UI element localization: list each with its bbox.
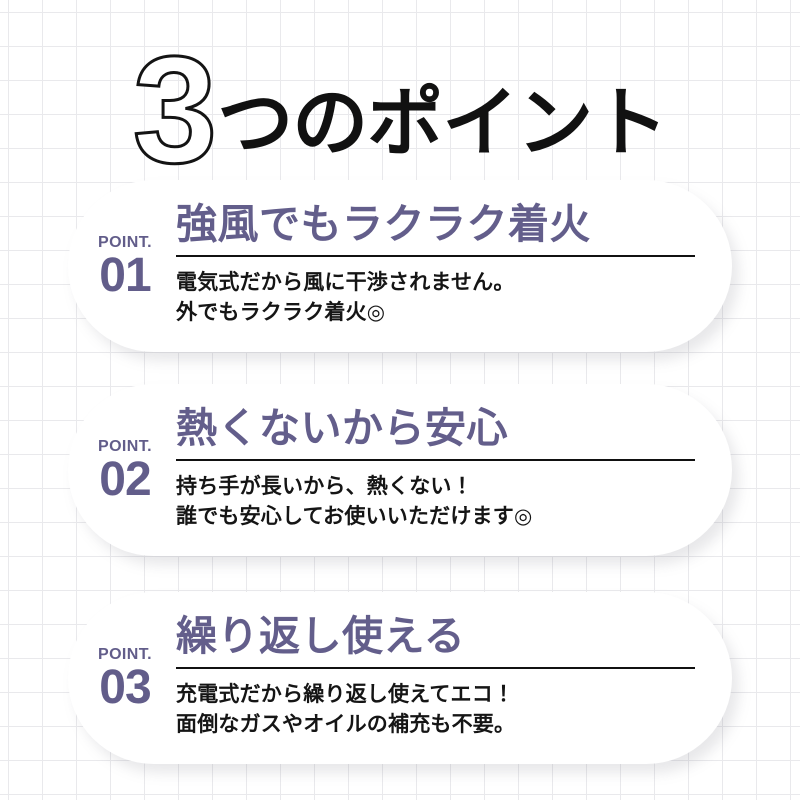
point-heading-02: 熱くないから安心 [176,405,508,452]
point-heading-03: 繰り返し使える [176,613,466,660]
point-description-line-01-2: 外でもラクラク着火◎ [176,301,386,325]
point-card-01: POINT. 01 強風でもラクラク着火 電気式だから風に干渉されません。 外で… [68,180,732,352]
point-badge-01: POINT. 01 [68,235,176,301]
point-badge-03: POINT. 03 [68,647,176,713]
title-text: つのポイント [217,80,668,166]
point-divider-01 [176,255,695,258]
point-number-02: 02 [99,453,151,507]
point-badge-02: POINT. 02 [68,439,176,505]
point-body-01: 強風でもラクラク着火 電気式だから風に干渉されません。 外でもラクラク着火◎ [176,202,732,330]
point-heading-01: 強風でもラクラク着火 [176,201,591,248]
point-description-line-03-2: 面倒なガスやオイルの補充も不要。 [176,713,516,737]
point-divider-03 [176,667,695,670]
point-number-01: 01 [99,249,151,303]
point-card-02: POINT. 02 熱くないから安心 持ち手が長いから、熱くない！ 誰でも安心し… [68,384,732,556]
point-description-line-02-1: 持ち手が長いから、熱くない！ [176,475,473,499]
point-divider-02 [176,459,695,462]
point-label-01: POINT. [98,234,152,252]
point-body-02: 熱くないから安心 持ち手が長いから、熱くない！ 誰でも安心してお使いいただけます… [176,406,732,534]
point-label-02: POINT. [98,438,152,456]
point-description-line-01-1: 電気式だから風に干渉されません。 [176,271,515,295]
point-body-03: 繰り返し使える 充電式だから繰り返し使えてエコ！ 面倒なガスやオイルの補充も不要… [176,614,732,742]
point-description-line-03-1: 充電式だから繰り返し使えてエコ！ [176,683,515,707]
point-card-03: POINT. 03 繰り返し使える 充電式だから繰り返し使えてエコ！ 面倒なガス… [68,592,732,764]
point-label-03: POINT. [98,646,152,664]
point-description-line-02-2: 誰でも安心してお使いいただけます◎ [176,505,533,529]
point-number-03: 03 [99,661,151,715]
title-numeral-three: 3 [131,25,219,196]
page-title: 3 つのポイント [0,22,800,187]
